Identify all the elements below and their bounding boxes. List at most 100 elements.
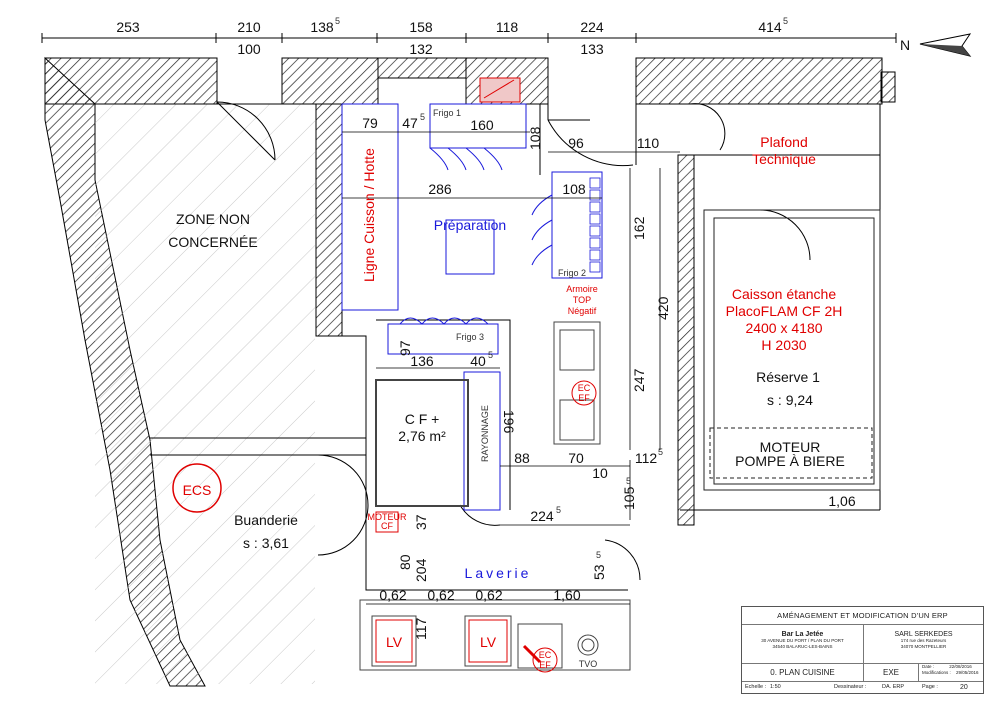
title-block-plan-row: 0. PLAN CUISINE EXE Date : 22/08/2016 Mo… <box>742 664 983 682</box>
moteur-cf-symbol: MOTEUR CF <box>368 511 407 533</box>
frigo3-outline <box>387 323 499 355</box>
shaft <box>479 77 521 103</box>
armoire-label-3: Négatif <box>568 306 597 316</box>
title-block: AMÉNAGEMENT ET MODIFICATION D'UN ERP Bar… <box>741 606 984 694</box>
frigo2-outline <box>551 171 603 279</box>
caisson-label-1: Caisson étanche <box>732 286 837 302</box>
page-label: Page : <box>922 684 938 690</box>
svg-text:204: 204 <box>413 558 429 582</box>
frigo1-label: Frigo 1 <box>433 108 461 118</box>
svg-text:ECS: ECS <box>183 482 212 498</box>
svg-text:53: 53 <box>591 564 607 580</box>
firm-address-2: 34070 MONTPELLIER <box>900 644 947 649</box>
rayonnage-outline <box>463 371 501 511</box>
laverie-label: Laverie <box>465 565 532 581</box>
drafter-value: DA. ERP <box>882 684 905 690</box>
top-dim-1: 253 <box>116 19 140 35</box>
svg-text:5: 5 <box>626 476 631 486</box>
client-cell: Bar La Jetée 30 AVENUE DU PORT / PLAN DU… <box>742 625 864 663</box>
buanderie-label: Buanderie <box>234 512 298 528</box>
rayonnage-label: RAYONNAGE <box>480 405 490 462</box>
svg-text:108: 108 <box>562 181 586 197</box>
zone-non-concernee-area <box>95 104 315 684</box>
svg-text:247: 247 <box>631 368 647 392</box>
svg-text:224: 224 <box>530 508 554 524</box>
prep-table-outline <box>445 219 495 275</box>
reserve-label: Réserve 1 <box>756 369 820 385</box>
top-dim-3-sup: 5 <box>335 16 340 26</box>
firm-cell: SARL SERKEDES 174 rue des Razeteurs 3407… <box>864 625 983 663</box>
zone-non-label-2: CONCERNÉE <box>168 234 257 250</box>
svg-text:97: 97 <box>397 340 413 356</box>
svg-text:TVO: TVO <box>579 659 598 669</box>
svg-text:5: 5 <box>488 350 493 360</box>
svg-text:EF: EF <box>539 660 551 670</box>
equipment-outlines <box>341 103 603 511</box>
top-dimension-chain: 253 210 138 5 158 118 224 414 5 100 132 … <box>41 16 897 57</box>
svg-text:160: 160 <box>470 117 494 133</box>
svg-text:5: 5 <box>596 550 601 560</box>
svg-text:70: 70 <box>568 450 584 466</box>
svg-text:5: 5 <box>658 447 663 457</box>
title-block-footer: Echelle : 1:50 Dessinateur : DA. ERP Pag… <box>742 682 983 693</box>
preparation-label: Préparation <box>434 217 506 233</box>
svg-text:162: 162 <box>631 216 647 240</box>
cf-label-2: 2,76 m² <box>398 428 446 444</box>
phase: EXE <box>864 664 919 681</box>
svg-text:79: 79 <box>362 115 378 131</box>
client-address-1: 30 AVENUE DU PORT / PLAN DU PORT <box>761 638 844 643</box>
ec-ef-symbol-2: EC EF <box>522 644 558 673</box>
caisson-label-2: PlacoFLAM CF 2H <box>726 303 843 319</box>
scale-value: 1:50 <box>770 684 781 690</box>
plan-name: 0. PLAN CUISINE <box>742 664 864 681</box>
title-block-parties: Bar La Jetée 30 AVENUE DU PORT / PLAN DU… <box>742 625 983 664</box>
frigo2-racks <box>589 177 601 273</box>
plafond-label-2: Technique <box>752 151 816 167</box>
svg-text:80: 80 <box>397 554 413 570</box>
svg-text:47: 47 <box>402 115 418 131</box>
date-label: Date : <box>922 664 935 669</box>
svg-text:5: 5 <box>556 505 561 515</box>
svg-text:MOTEUR: MOTEUR <box>368 512 407 522</box>
top-dim-row2-3: 133 <box>580 41 604 57</box>
svg-text:0,62: 0,62 <box>379 587 406 603</box>
moteur-pompe-label-2: POMPE À BIERE <box>735 453 845 469</box>
dates-cell: Date : 22/08/2016 Modifications : 29/05/… <box>919 664 983 681</box>
svg-text:1,06: 1,06 <box>828 493 855 509</box>
svg-text:1,60: 1,60 <box>553 587 580 603</box>
reserve-area: s : 9,24 <box>767 392 813 408</box>
svg-text:108: 108 <box>527 126 543 150</box>
top-dim-6: 224 <box>580 19 604 35</box>
svg-text:0,62: 0,62 <box>427 587 454 603</box>
moteur-pompe-label-1: MOTEUR <box>760 439 821 455</box>
door-arcs <box>216 101 811 581</box>
top-dim-3: 138 <box>310 19 334 35</box>
zone-non-label-1: ZONE NON <box>176 211 250 227</box>
firm-name: SARL SERKEDES <box>894 631 953 638</box>
plafond-label-1: Plafond <box>760 134 807 150</box>
ec-ef-symbol-1: EC EF <box>571 380 597 406</box>
svg-text:37: 37 <box>413 514 429 530</box>
drafter-label: Dessinateur : <box>834 684 867 690</box>
svg-text:N: N <box>900 37 910 53</box>
svg-text:40: 40 <box>470 353 486 369</box>
caisson-outline <box>703 209 881 491</box>
lv-symbol-1: LV <box>375 619 413 663</box>
dimension-labels: 79 47 5 160 108 96 110 286 108 162 420 2… <box>362 112 856 640</box>
buanderie-area: s : 3,61 <box>243 535 289 551</box>
ecs-symbol: ECS <box>172 463 222 513</box>
svg-text:10: 10 <box>592 465 608 481</box>
title-block-title: AMÉNAGEMENT ET MODIFICATION D'UN ERP <box>742 607 983 625</box>
svg-text:CF: CF <box>381 521 393 531</box>
svg-text:286: 286 <box>428 181 452 197</box>
lv-symbol-2: LV <box>468 619 508 663</box>
cf-label-1: C F + <box>405 411 440 427</box>
top-dim-row2-1: 100 <box>237 41 261 57</box>
top-dim-5: 118 <box>496 19 519 35</box>
svg-text:196: 196 <box>501 410 517 434</box>
armoire-label-2: TOP <box>573 295 591 305</box>
svg-text:LV: LV <box>386 634 403 650</box>
svg-text:117: 117 <box>413 617 429 640</box>
client-address-2: 34540 BALARUC-LES-BAINS <box>772 644 833 649</box>
page-value: 20 <box>960 684 968 691</box>
